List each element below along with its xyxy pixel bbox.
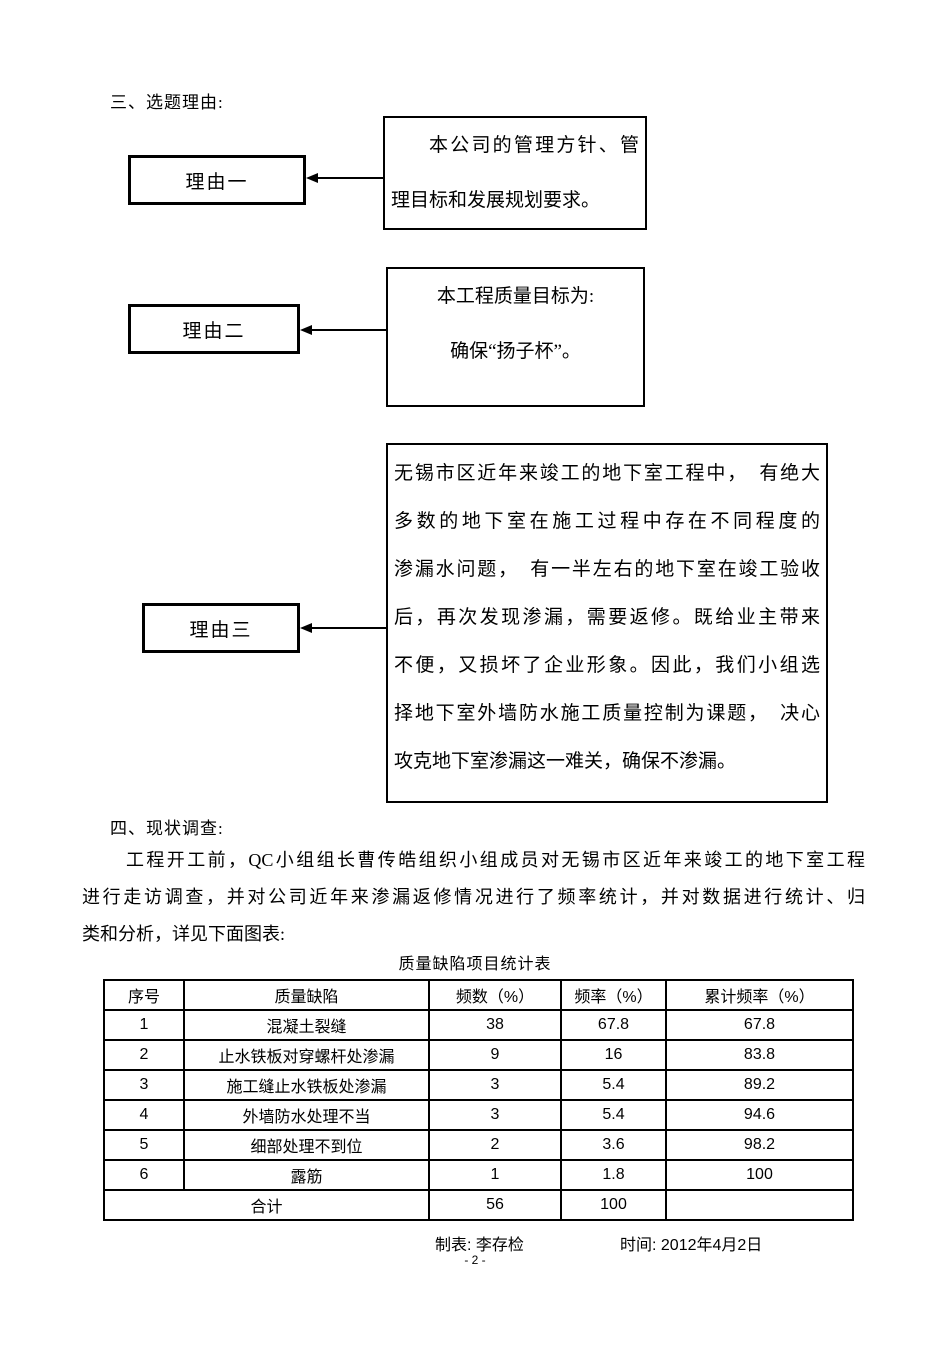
paragraph-line: 工程开工前，QC小组组长曹传皓组织小组成员对无锡市区近年来竣工的地下室工程 <box>126 850 865 870</box>
table-row: 3 施工缝止水铁板处渗漏 3 5.4 89.2 <box>103 1069 854 1101</box>
cell-count: 9 <box>428 1039 562 1071</box>
cell-seq: 2 <box>103 1039 185 1071</box>
arrow-head-icon <box>300 623 312 633</box>
cell-defect: 细部处理不到位 <box>183 1129 430 1161</box>
reason1-text-line: 理目标和发展规划要求。 <box>391 190 601 211</box>
header-defect: 质量缺陷 <box>183 979 430 1011</box>
table-row: 6 露筋 1 1.8 100 <box>103 1159 854 1191</box>
cell-count: 2 <box>428 1129 562 1161</box>
cell-defect: 施工缝止水铁板处渗漏 <box>183 1069 430 1101</box>
cell-cum: 98.2 <box>665 1129 854 1161</box>
cell-count: 3 <box>428 1069 562 1101</box>
cell-total-rate: 100 <box>560 1189 667 1221</box>
cell-seq: 3 <box>103 1069 185 1101</box>
reason3-text-line: 择地下室外墙防水施工质量控制为课题， 决心 <box>394 703 820 724</box>
reason3-text-line: 攻克地下室渗漏这一难关，确保不渗漏。 <box>394 751 737 772</box>
page-number: - 2 - <box>464 1253 486 1267</box>
reason1-label-box: 理由一 <box>128 155 306 205</box>
table-maker-label: 制表: 李存检 <box>435 1237 524 1254</box>
table-title: 质量缺陷项目统计表 <box>398 956 552 973</box>
cell-seq: 1 <box>103 1009 185 1041</box>
reason1-label: 理由一 <box>185 171 249 193</box>
arrow-line <box>312 627 386 629</box>
cell-defect: 外墙防水处理不当 <box>183 1099 430 1131</box>
arrow-line <box>312 329 386 331</box>
cell-rate: 67.8 <box>560 1009 667 1041</box>
cell-defect: 混凝土裂缝 <box>183 1009 430 1041</box>
cell-total-cum <box>665 1189 854 1221</box>
cell-cum: 83.8 <box>665 1039 854 1071</box>
cell-seq: 4 <box>103 1099 185 1131</box>
table-total-row: 合计 56 100 <box>103 1189 854 1221</box>
header-cum-rate: 累计频率（%） <box>665 979 854 1011</box>
header-seq: 序号 <box>103 979 185 1011</box>
cell-cum: 89.2 <box>665 1069 854 1101</box>
reason2-text-line: 确保“扬子杯”。 <box>450 341 581 362</box>
reason3-text-line: 后，再次发现渗漏，需要返修。既给业主带来 <box>394 607 820 628</box>
cell-count: 3 <box>428 1099 562 1131</box>
survey-paragraph: 工程开工前，QC小组组长曹传皓组织小组成员对无锡市区近年来竣工的地下室工程 进行… <box>82 842 865 953</box>
reason2-text-line: 本工程质量目标为: <box>436 286 595 307</box>
paragraph-line: 类和分析，详见下面图表: <box>82 924 285 944</box>
reason3-text-line: 多数的地下室在施工过程中存在不同程度的 <box>394 511 820 532</box>
cell-total-label: 合计 <box>103 1189 430 1221</box>
cell-cum: 67.8 <box>665 1009 854 1041</box>
cell-seq: 6 <box>103 1159 185 1191</box>
cell-total-count: 56 <box>428 1189 562 1221</box>
table-row: 1 混凝土裂缝 38 67.8 67.8 <box>103 1009 854 1041</box>
reason3-text-line: 无锡市区近年来竣工的地下室工程中， 有绝大 <box>394 463 820 484</box>
reason1-text-line: 本公司的管理方针、管 <box>429 135 639 156</box>
arrow-line <box>318 177 383 179</box>
cell-rate: 16 <box>560 1039 667 1071</box>
cell-count: 38 <box>428 1009 562 1041</box>
reason3-text-line: 不便，又损坏了企业形象。因此，我们小组选 <box>394 655 820 676</box>
paragraph-line: 进行走访调查，并对公司近年来渗漏返修情况进行了频率统计，并对数据进行统计、归 <box>82 887 865 907</box>
cell-cum: 94.6 <box>665 1099 854 1131</box>
reason2-connector-arrow <box>300 324 386 336</box>
cell-rate: 5.4 <box>560 1069 667 1101</box>
defect-statistics-table: 序号 质量缺陷 频数（%） 频率（%） 累计频率（%） 1 混凝土裂缝 38 6… <box>103 979 854 1221</box>
reason3-text-line: 渗漏水问题， 有一半左右的地下室在竣工验收 <box>394 559 820 580</box>
section3-heading: 三、选题理由: <box>110 93 224 112</box>
reason2-label-box: 理由二 <box>128 304 300 354</box>
reason1-connector-arrow <box>306 172 383 184</box>
header-rate: 频率（%） <box>560 979 667 1011</box>
reason1-text-box: 本公司的管理方针、管 理目标和发展规划要求。 <box>383 116 647 230</box>
cell-defect: 露筋 <box>183 1159 430 1191</box>
cell-count: 1 <box>428 1159 562 1191</box>
reason3-label: 理由三 <box>189 619 253 641</box>
table-row: 5 细部处理不到位 2 3.6 98.2 <box>103 1129 854 1161</box>
table-row: 4 外墙防水处理不当 3 5.4 94.6 <box>103 1099 854 1131</box>
arrow-head-icon <box>306 173 318 183</box>
reason2-label: 理由二 <box>182 320 246 342</box>
reason3-connector-arrow <box>300 622 386 634</box>
cell-rate: 3.6 <box>560 1129 667 1161</box>
table-date-label: 时间: 2012年4月2日 <box>620 1237 763 1254</box>
reason3-label-box: 理由三 <box>142 603 300 653</box>
cell-defect: 止水铁板对穿螺杆处渗漏 <box>183 1039 430 1071</box>
header-count: 频数（%） <box>428 979 562 1011</box>
table-row: 2 止水铁板对穿螺杆处渗漏 9 16 83.8 <box>103 1039 854 1071</box>
cell-rate: 5.4 <box>560 1099 667 1131</box>
table-header-row: 序号 质量缺陷 频数（%） 频率（%） 累计频率（%） <box>103 979 854 1011</box>
cell-cum: 100 <box>665 1159 854 1191</box>
reason2-text-box: 本工程质量目标为: 确保“扬子杯”。 <box>386 267 645 407</box>
reason3-text-box: 无锡市区近年来竣工的地下室工程中， 有绝大 多数的地下室在施工过程中存在不同程度… <box>386 443 828 803</box>
section4-heading: 四、现状调查: <box>110 819 224 838</box>
cell-rate: 1.8 <box>560 1159 667 1191</box>
cell-seq: 5 <box>103 1129 185 1161</box>
arrow-head-icon <box>300 325 312 335</box>
